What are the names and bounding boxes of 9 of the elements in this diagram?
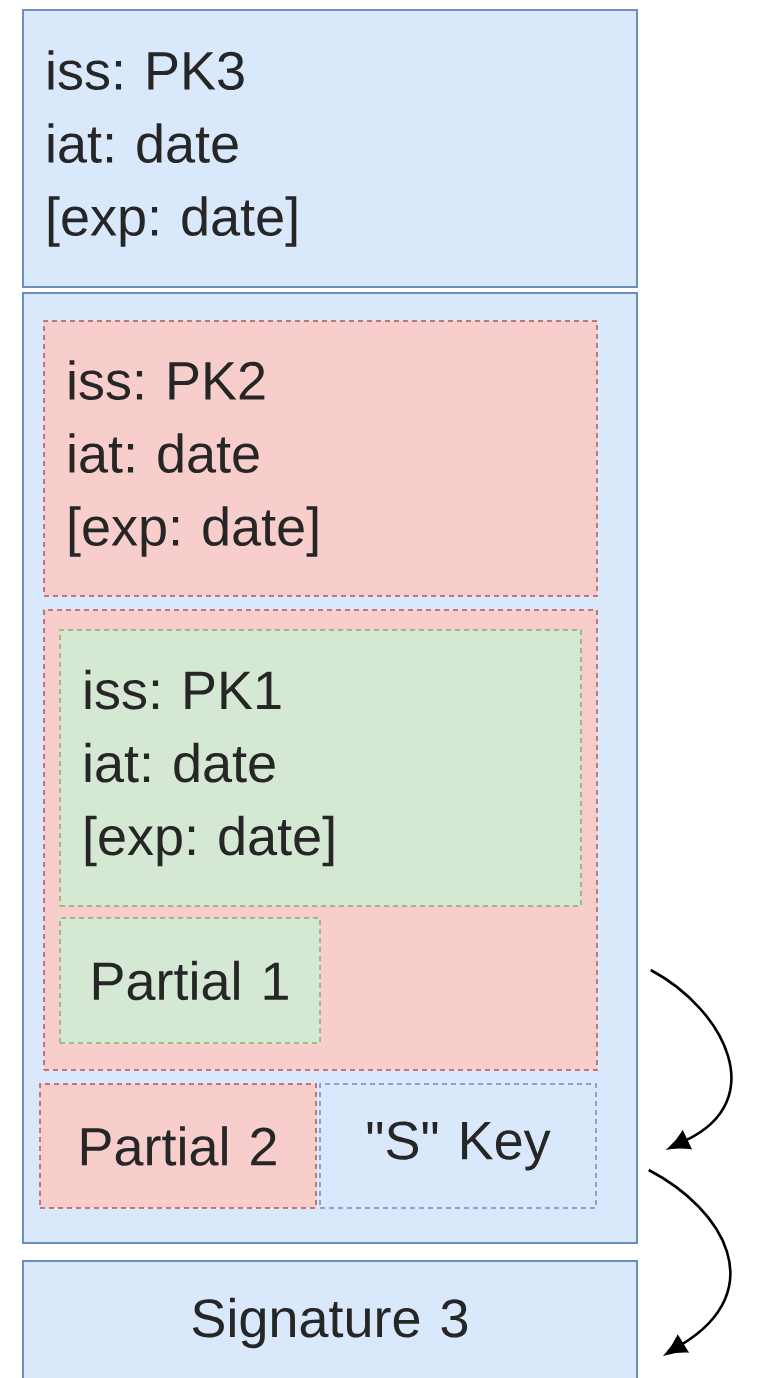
claim-box: iss: PK3 iat: date [exp: date] xyxy=(22,9,638,288)
partial-box: Partial 2 xyxy=(39,1083,317,1209)
key-box: "S" Key xyxy=(319,1083,597,1209)
partial-box: Partial 1 xyxy=(59,917,321,1044)
claim-box: iss: PK2 iat: date [exp: date] xyxy=(43,320,598,597)
claim-box: iss: PK1 iat: date [exp: date] xyxy=(59,629,582,907)
curved-arrow xyxy=(648,1168,732,1355)
curved-arrow xyxy=(650,968,733,1150)
signature-box: Signature 3 xyxy=(22,1260,638,1378)
